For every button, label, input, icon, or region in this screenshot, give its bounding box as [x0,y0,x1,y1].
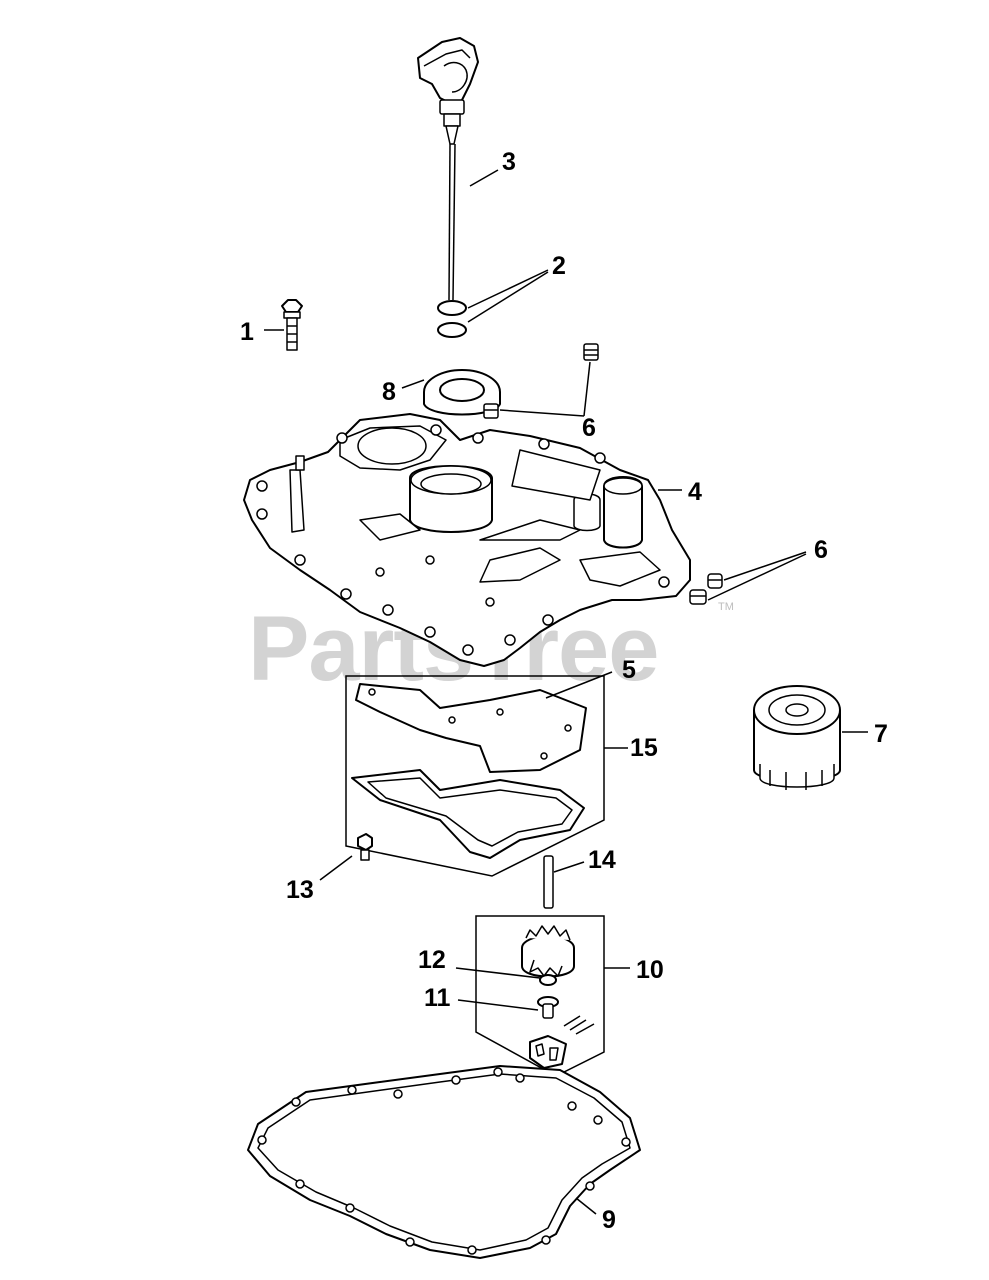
part-6-plugs-upper[interactable] [483,343,599,419]
part-15-gasket-kit[interactable] [345,675,605,877]
part-8-oil-seal[interactable] [423,369,501,416]
part-4-closure-plate[interactable] [243,413,691,667]
part-1-bolt[interactable] [281,299,303,351]
callout-labels: 1 2 3 4 5 6 6 7 8 9 10 11 12 13 14 15 [240,148,888,1234]
part-11-pin[interactable] [537,996,559,1019]
callout-13[interactable]: 13 [286,876,314,904]
part-13-screw[interactable] [357,833,373,861]
pump-body [529,1035,567,1069]
callout-14[interactable]: 14 [588,846,616,874]
leader-lines [264,169,868,1215]
pump-gear [521,925,575,978]
part-14-shaft[interactable] [543,855,554,909]
part-10-oil-pump-kit[interactable] [475,915,605,1077]
callout-11[interactable]: 11 [424,984,451,1012]
callout-4[interactable]: 4 [688,478,702,506]
callout-10[interactable]: 10 [636,956,664,984]
part-3-dipstick[interactable] [417,37,479,301]
callout-6-right[interactable]: 6 [814,536,828,564]
callout-9[interactable]: 9 [602,1206,616,1234]
callout-12[interactable]: 12 [418,946,446,974]
callout-8[interactable]: 8 [382,378,396,406]
callout-5[interactable]: 5 [622,656,636,684]
part-7-oil-filter[interactable] [753,685,841,790]
callout-1[interactable]: 1 [240,318,254,346]
part-6-plugs-right[interactable] [689,573,723,605]
part-2-o-rings[interactable] [437,300,467,338]
part-9-gasket[interactable] [247,1065,641,1259]
callout-15[interactable]: 15 [630,734,658,762]
callout-2[interactable]: 2 [552,252,566,280]
part-12-washer[interactable] [539,974,557,986]
callout-3[interactable]: 3 [502,148,516,176]
callout-7[interactable]: 7 [874,720,888,748]
callout-6-upper[interactable]: 6 [582,414,596,442]
watermark-trademark: TM [718,601,734,613]
